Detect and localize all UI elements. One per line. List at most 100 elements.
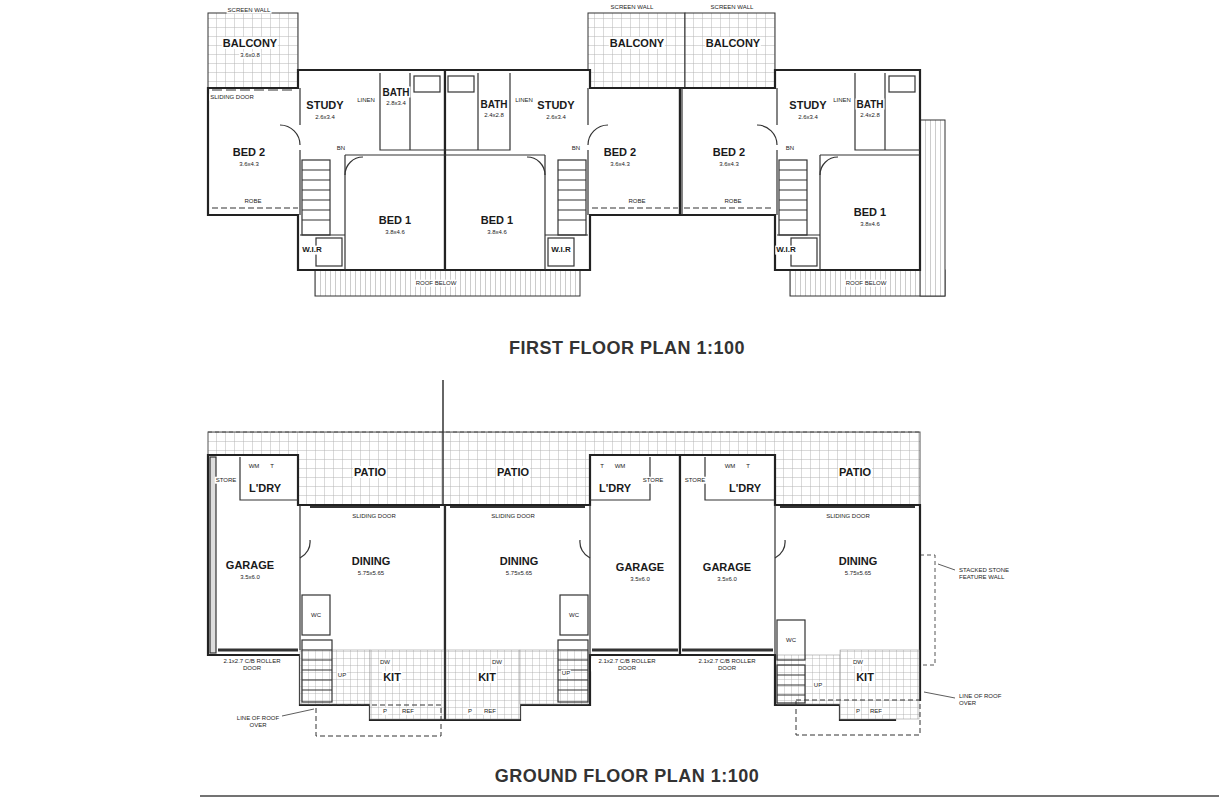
plan-note: WC (568, 612, 580, 619)
plan-group (208, 70, 920, 270)
plan-title: FIRST FLOOR PLAN 1:100 (508, 339, 746, 359)
plan-note: 3.6x4.3 (238, 161, 260, 168)
wall-line (302, 170, 330, 220)
wall-line (446, 650, 520, 719)
room-name: STUDY (788, 99, 827, 111)
plan-note: BN (336, 145, 346, 152)
plan-note: WM (614, 463, 627, 470)
plan-note: T (745, 463, 751, 470)
wall-line (218, 649, 773, 652)
plan-note: LINE OF ROOF OVER (958, 693, 1005, 706)
wall-line (316, 705, 441, 736)
room-name: BALCONY (609, 37, 665, 49)
wall-line (200, 795, 1219, 797)
plan-note: 2.6x3.4 (797, 114, 819, 121)
room-name: BATH (381, 87, 410, 98)
wall-line (682, 73, 920, 270)
wall-line (370, 650, 444, 719)
plan-note: 2.4x2.8 (859, 112, 881, 119)
plan-note: LINEN (514, 97, 534, 104)
plan-note: LINE OF ROOF OVER (235, 715, 282, 728)
wall-line (777, 675, 805, 695)
plan-note: WC (785, 637, 797, 644)
room-name: DINING (838, 555, 879, 567)
plan-note: STACKED STONE FEATURE WALL (958, 567, 1020, 580)
wall-line (777, 655, 840, 704)
wall-line (889, 76, 915, 92)
plan-note: 5.75x5.65 (844, 570, 872, 577)
wall-line (302, 595, 330, 635)
plan-note: LINEN (832, 97, 852, 104)
wall-line (445, 73, 588, 270)
room-name: STUDY (305, 99, 344, 111)
plan-note: 2.8x3.4 (385, 100, 407, 107)
plan-note: ROOF BELOW (415, 280, 458, 287)
plan-group (210, 457, 955, 736)
wall-line (588, 13, 685, 88)
wall-line (240, 457, 775, 500)
plan-note: DW (491, 659, 503, 666)
plan-note: 3.8x4.6 (486, 229, 508, 236)
wall-line (560, 595, 588, 635)
wall-line (777, 665, 805, 703)
plan-note: BN (571, 145, 581, 152)
room-name: BED 1 (480, 214, 514, 226)
wall-line (300, 505, 775, 720)
room-name: BED 2 (712, 146, 746, 158)
wall-line (779, 160, 807, 235)
room-name: L'DRY (248, 482, 282, 494)
room-name: BED 2 (232, 146, 266, 158)
plan-note: 2.4x2.8 (483, 112, 505, 119)
wall-line (300, 650, 370, 704)
wall-line (302, 640, 332, 702)
plan-note: STORE (642, 477, 665, 484)
plan-note: SCREEN WALL (610, 4, 655, 11)
wall-line (680, 70, 920, 270)
plan-note: SCREEN WALL (710, 4, 755, 11)
wall-line (315, 270, 580, 296)
room-name: KIT (855, 671, 875, 683)
plan-note: BN (785, 145, 795, 152)
plan-note: SLIDING DOOR (351, 513, 397, 520)
room-name: L'DRY (598, 482, 632, 494)
wall-line (280, 125, 777, 145)
plan-note: SLIDING DOOR (490, 513, 536, 520)
wall-line (208, 70, 445, 270)
wall-line (302, 160, 330, 235)
plan-note: UP (561, 670, 571, 677)
room-name: W.I.R (550, 246, 572, 255)
plan-group (208, 455, 920, 720)
wall-line (208, 432, 920, 433)
wall-line (558, 650, 588, 690)
room-name: STUDY (536, 99, 575, 111)
wall-line (592, 207, 678, 208)
room-name: BATH (479, 99, 508, 110)
plan-note: DW (379, 659, 391, 666)
plan-note: 3.8x4.6 (859, 221, 881, 228)
plan-note: SCREEN WALL (227, 7, 272, 14)
room-name: BED 1 (378, 214, 412, 226)
wall-line (685, 13, 775, 88)
room-name: PATIO (353, 466, 387, 478)
plan-note: ROBE (627, 198, 646, 205)
wall-line (558, 170, 586, 220)
plan-note: 3.6x4.3 (609, 161, 631, 168)
wall-line (777, 620, 805, 660)
room-name: DINING (499, 555, 540, 567)
wall-line (345, 157, 838, 175)
wall-line (282, 564, 955, 716)
room-name: GARAGE (702, 561, 752, 573)
room-name: GARAGE (225, 559, 275, 571)
plan-note: ROOF BELOW (845, 280, 888, 287)
wall-line (448, 76, 474, 92)
plan-note: 2.1x2.7 C/B ROLLER DOOR (591, 658, 663, 671)
plan-note: REF (401, 708, 415, 715)
plan-note: STORE (215, 477, 238, 484)
plan-note: 3.5x6.0 (716, 576, 738, 583)
plan-note: 2.6x3.4 (545, 114, 567, 121)
room-name: GARAGE (615, 561, 665, 573)
plan-note: SLIDING DOOR (825, 513, 871, 520)
plan-note: 5.75x5.65 (357, 570, 385, 577)
wall-line (444, 650, 446, 720)
wall-line (212, 207, 298, 208)
